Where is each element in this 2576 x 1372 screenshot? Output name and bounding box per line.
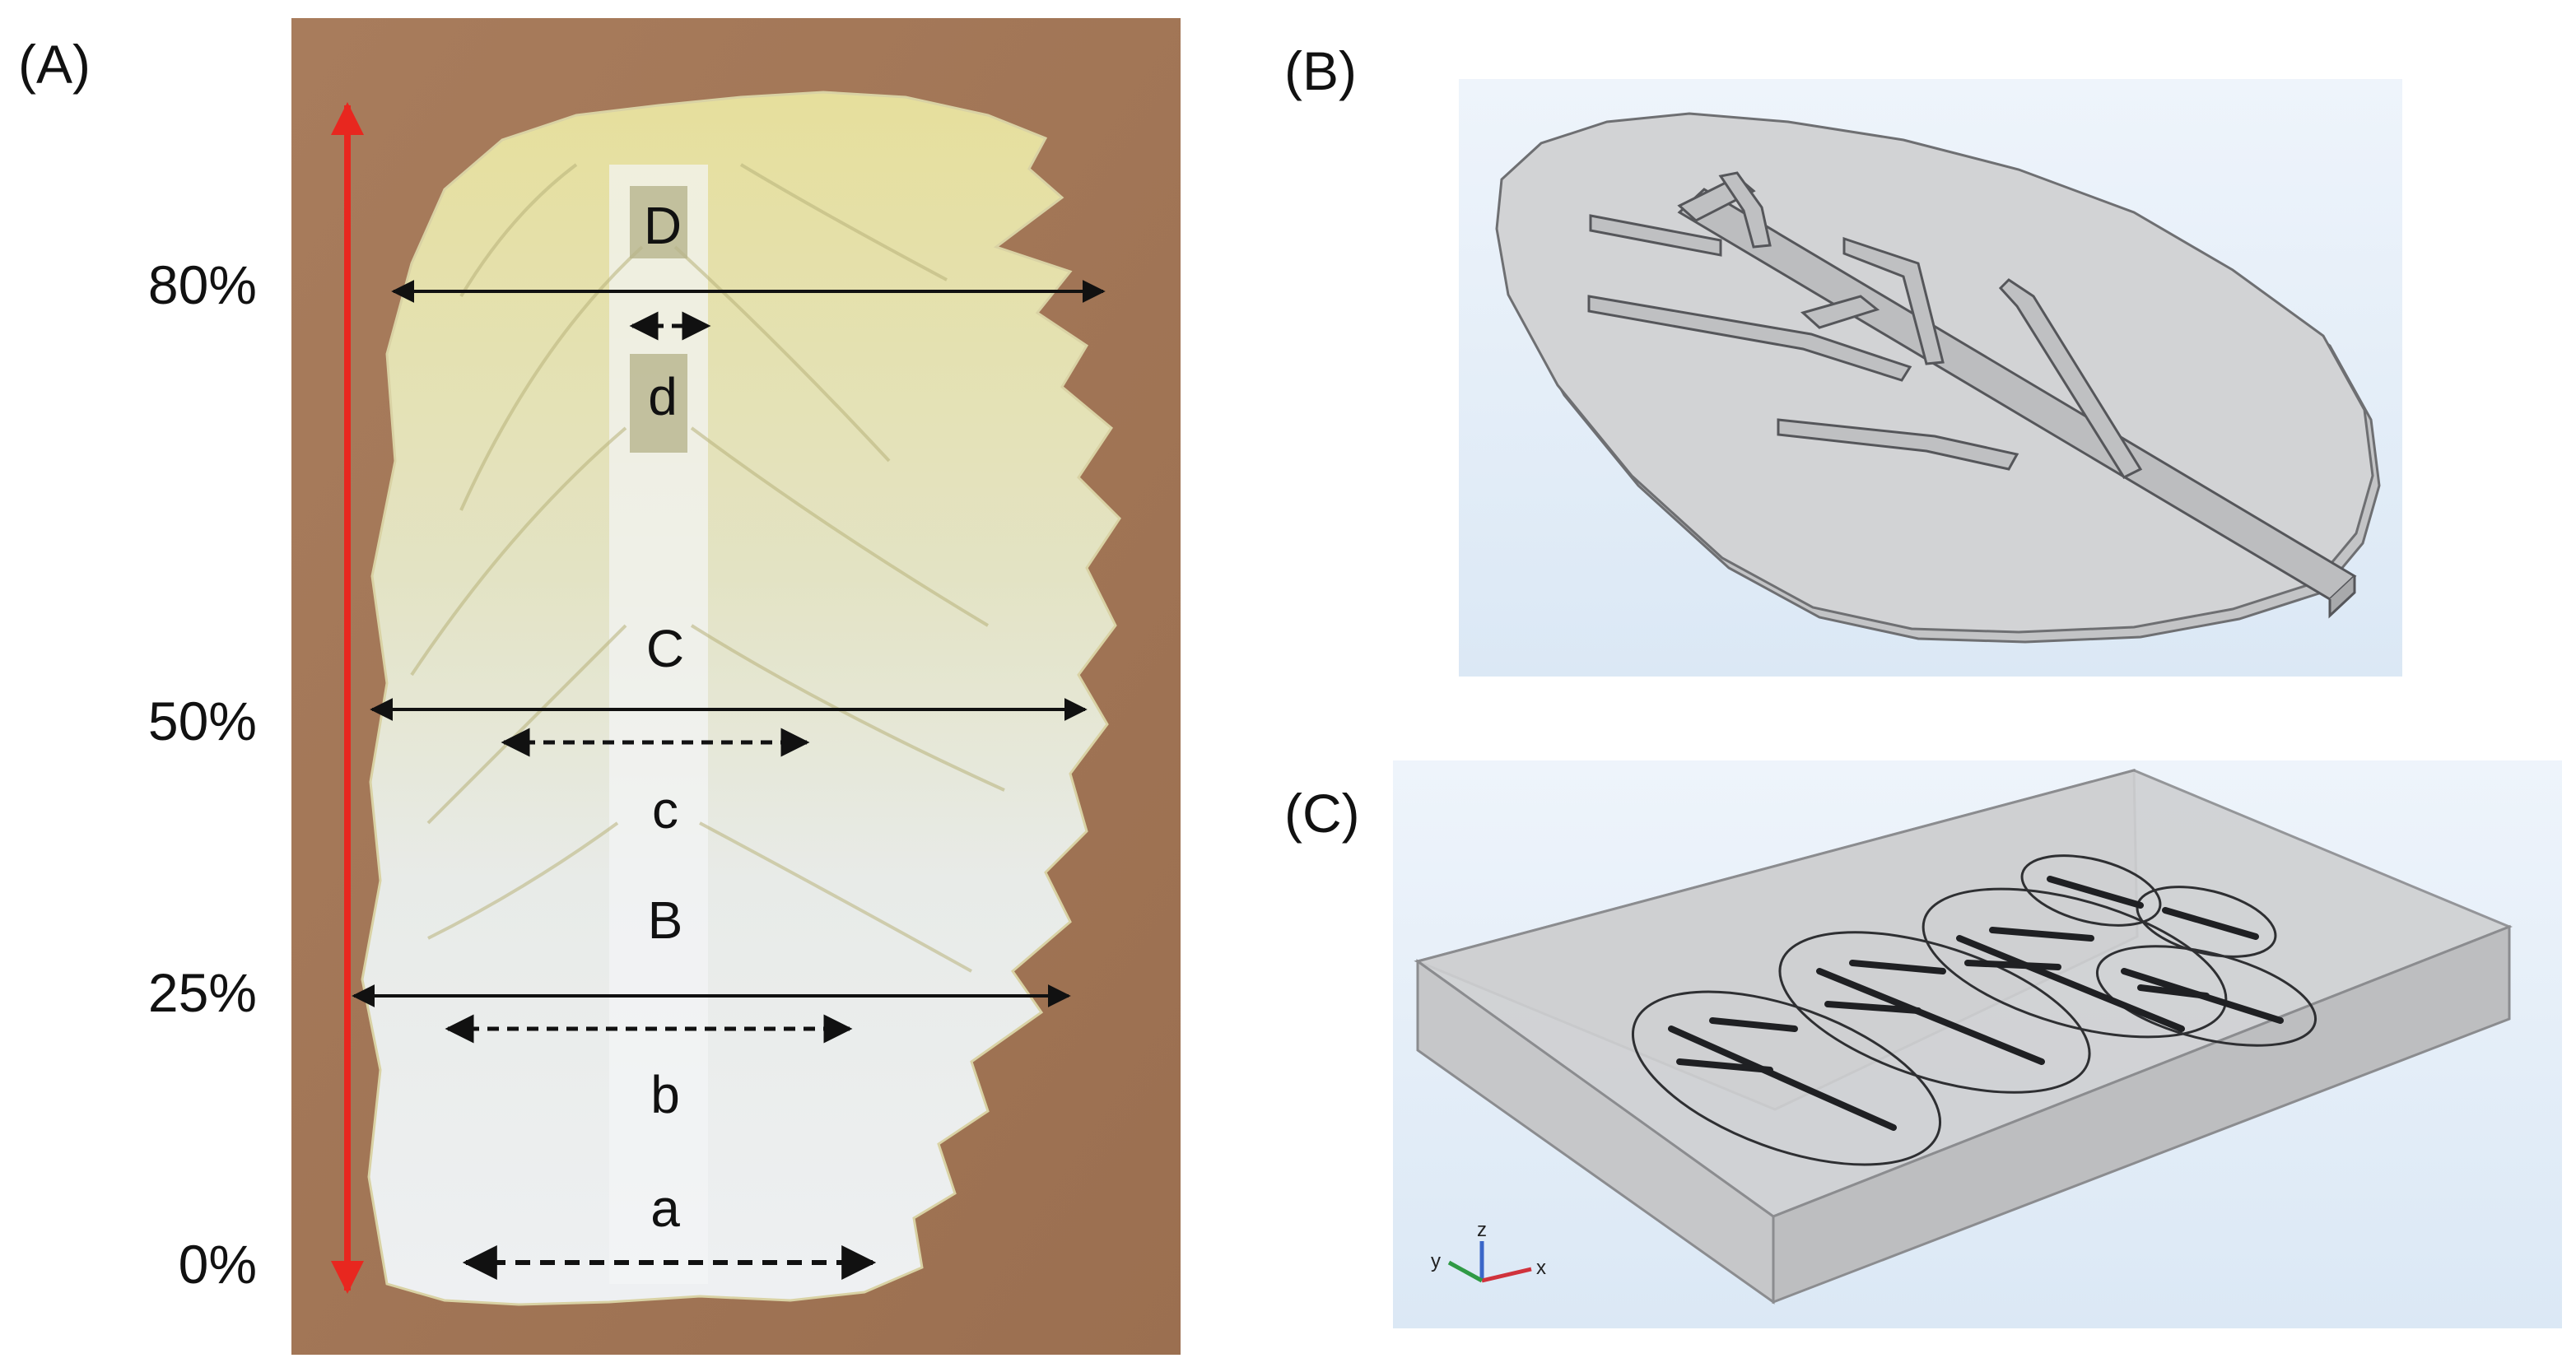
percent-0: 0% <box>178 1234 257 1295</box>
axis-y-label: y <box>1431 1250 1441 1272</box>
section-label-C: C <box>646 619 684 678</box>
panel-label-c: (C) <box>1284 783 1360 844</box>
percent-80: 80% <box>147 254 257 315</box>
axis-z-label: z <box>1477 1219 1487 1241</box>
section-label-d: d <box>648 367 678 426</box>
axis-x-label: x <box>1536 1257 1546 1279</box>
panel-label-b: (B) <box>1284 40 1357 101</box>
axis-triad-icon: z x y <box>1431 1219 1546 1283</box>
section-label-B: B <box>648 891 683 950</box>
percent-25: 25% <box>147 962 257 1023</box>
section-label-c: c <box>652 780 678 839</box>
panel-label-a: (A) <box>18 34 91 95</box>
leaf-model-3d <box>1459 79 2402 677</box>
section-label-b: b <box>650 1065 680 1124</box>
percent-50: 50% <box>147 691 257 751</box>
container-model-3d: z x y <box>1393 760 2562 1328</box>
leaf-photo <box>291 18 1181 1355</box>
section-label-D: D <box>644 196 682 255</box>
section-label-a: a <box>650 1179 680 1238</box>
